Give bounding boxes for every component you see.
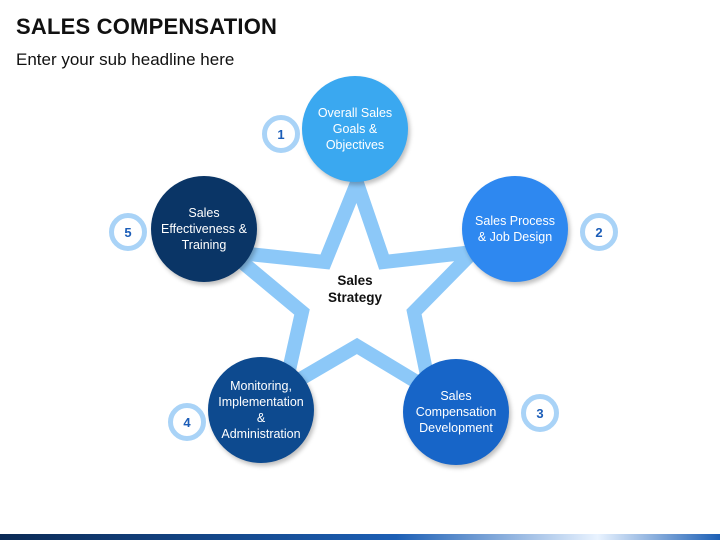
node-label: Monitoring, Implementation & Administrat… — [218, 379, 304, 441]
bottom-accent-bar — [0, 534, 720, 540]
badge-number-4: 4 — [168, 403, 206, 441]
badge-number-3: 3 — [521, 394, 559, 432]
center-label-sales-strategy: Sales Strategy — [327, 273, 383, 305]
node-overall-sales-goals: Overall Sales Goals & Objectives — [302, 76, 408, 182]
badge-number-2: 2 — [580, 213, 618, 251]
badge-number-5: 5 — [109, 213, 147, 251]
node-label: Sales Compensation Development — [415, 389, 497, 435]
strategy-star — [207, 162, 492, 405]
node-monitoring-implementation: Monitoring, Implementation & Administrat… — [208, 357, 314, 463]
badge-number-1: 1 — [262, 115, 300, 153]
node-sales-process-job-design: Sales Process & Job Design — [462, 176, 568, 282]
page-subtitle: Enter your sub headline here — [16, 50, 235, 69]
node-sales-compensation-development: Sales Compensation Development — [403, 359, 509, 465]
page-title: SALES COMPENSATION — [16, 14, 278, 39]
node-label: Sales Effectiveness & Training — [161, 206, 247, 252]
node-label: Overall Sales Goals & Objectives — [317, 106, 393, 152]
node-label: Sales Process & Job Design — [475, 214, 555, 244]
node-sales-effectiveness-training: Sales Effectiveness & Training — [151, 176, 257, 282]
